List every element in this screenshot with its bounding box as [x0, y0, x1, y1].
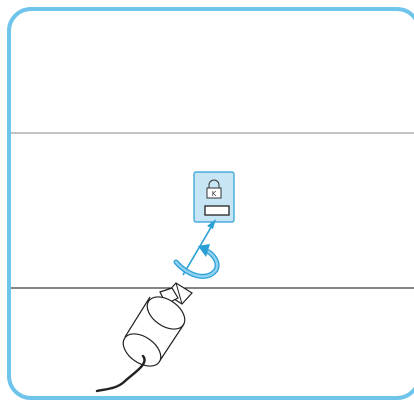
- security-slot: K: [193, 171, 235, 223]
- curved-rotate-arrow-icon: [173, 244, 220, 279]
- straight-insert-arrow-icon: [182, 219, 216, 276]
- padlock-k-icon: K: [206, 179, 222, 199]
- kensington-cable-lock-icon: [95, 282, 193, 393]
- lock-symbol-letter: K: [212, 190, 217, 198]
- slot-opening: [204, 205, 230, 216]
- lock-cable: [95, 354, 146, 393]
- diagram-frame: [7, 7, 414, 400]
- lock-cylinder: [121, 296, 186, 372]
